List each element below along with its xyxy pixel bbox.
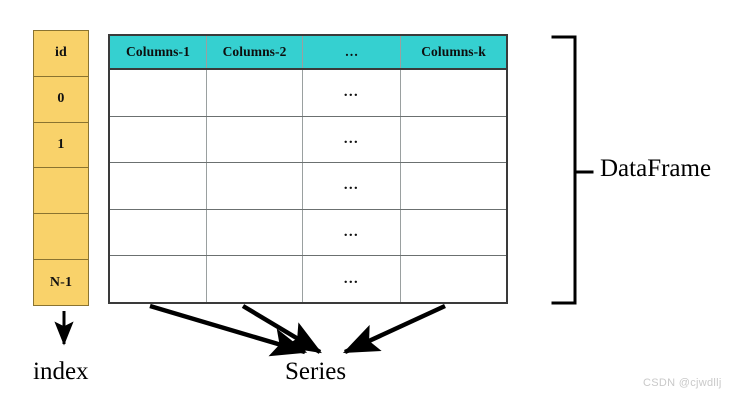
watermark: CSDN @cjwdllj	[643, 377, 722, 389]
index-label: index	[33, 358, 89, 385]
series-arrow-1	[149, 303, 308, 357]
table-cell	[110, 163, 208, 209]
table-cell-ellipsis: …	[303, 163, 402, 209]
table-cell	[110, 256, 208, 302]
table-cell	[110, 116, 208, 163]
table-cell	[401, 70, 506, 116]
dataframe-label: DataFrame	[600, 155, 712, 182]
table-row: …	[110, 209, 506, 257]
series-arrow-3	[342, 303, 446, 355]
table-cell-ellipsis: …	[303, 116, 402, 163]
table-header-columns-2: Columns-2	[207, 36, 304, 68]
table-cell	[207, 163, 304, 209]
index-cell-blank-2	[34, 214, 88, 261]
index-cell-blank-1	[34, 168, 88, 215]
index-cell-id: id	[34, 31, 88, 77]
table-cell-ellipsis: …	[303, 209, 402, 256]
index-column: id 0 1 N-1	[33, 30, 89, 306]
table-cell	[110, 209, 208, 256]
table-cell	[401, 210, 506, 256]
table-row: …	[110, 70, 506, 117]
table-row: …	[110, 256, 506, 302]
series-arrow-2	[241, 304, 322, 354]
table-header-ellipsis: …	[303, 36, 402, 68]
table-cell	[207, 116, 304, 163]
series-label: Series	[285, 358, 347, 385]
index-cell-1: 1	[34, 122, 88, 169]
dataframe-bracket	[551, 35, 594, 305]
table-row: …	[110, 116, 506, 164]
table-row: …	[110, 163, 506, 210]
table-body: … … … …	[110, 70, 506, 302]
table-cell	[401, 117, 506, 163]
table-cell-ellipsis: …	[303, 256, 402, 302]
table-header-columns-1: Columns-1	[110, 36, 208, 68]
table-header-columns-k: Columns-k	[401, 36, 506, 68]
table-cell	[401, 163, 506, 209]
table-cell	[110, 70, 208, 116]
table-cell	[207, 209, 304, 256]
index-cell-n-1: N-1	[34, 260, 88, 305]
index-cell-0: 0	[34, 76, 88, 123]
table-cell-ellipsis: …	[303, 70, 402, 116]
table-cell	[207, 256, 304, 302]
table-header-row: Columns-1 Columns-2 … Columns-k	[110, 36, 506, 70]
table-cell	[401, 256, 506, 302]
dataframe-table: Columns-1 Columns-2 … Columns-k … … …	[108, 34, 508, 304]
table-cell	[207, 70, 304, 116]
